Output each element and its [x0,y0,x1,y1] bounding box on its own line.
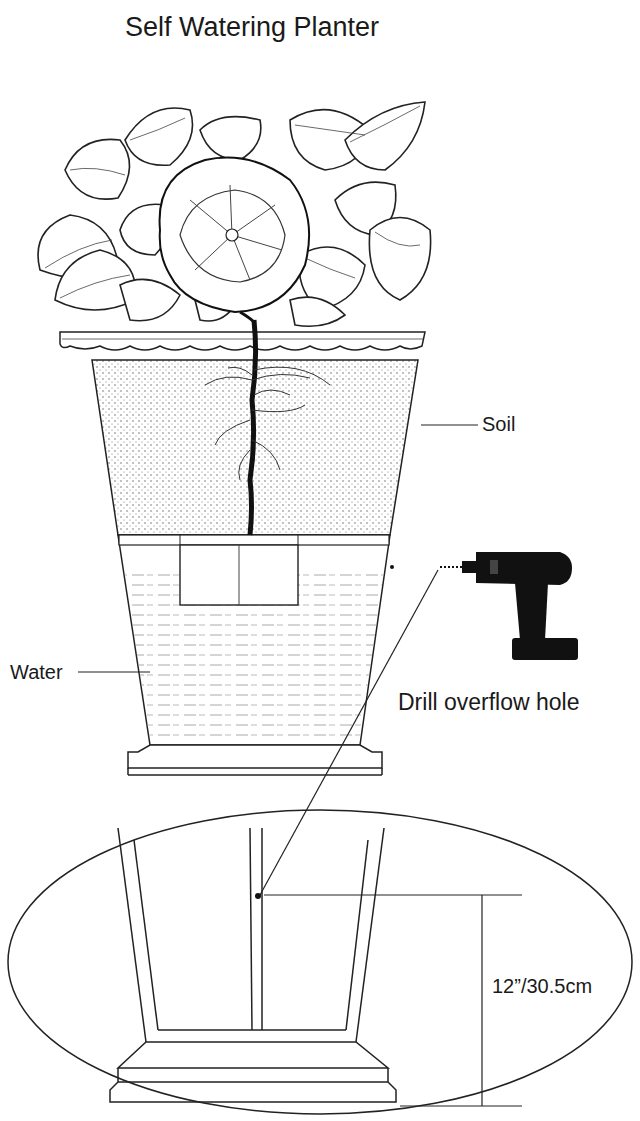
planter-rim [60,332,425,350]
diagram-title: Self Watering Planter [125,12,379,43]
part-label: Water [10,661,63,684]
detail-ellipse [8,810,632,1114]
plant-leaves [38,102,431,326]
flower [160,158,310,313]
drill-icon [440,552,578,660]
water-leader [78,671,150,672]
dimension-label: 12”/30.5cm [492,975,592,998]
planter-base [128,745,382,768]
soil-leader [421,424,478,425]
reservoir [118,535,390,745]
dimension-lines [264,895,522,1106]
part-label: Soil [482,413,515,436]
overflow-hole [390,565,394,569]
wicking-cup [180,545,298,605]
hole-marker [255,893,261,899]
pedestal-detail [110,828,396,1102]
instruction-label: Drill overflow hole [398,689,580,715]
callout-leader [260,570,438,895]
